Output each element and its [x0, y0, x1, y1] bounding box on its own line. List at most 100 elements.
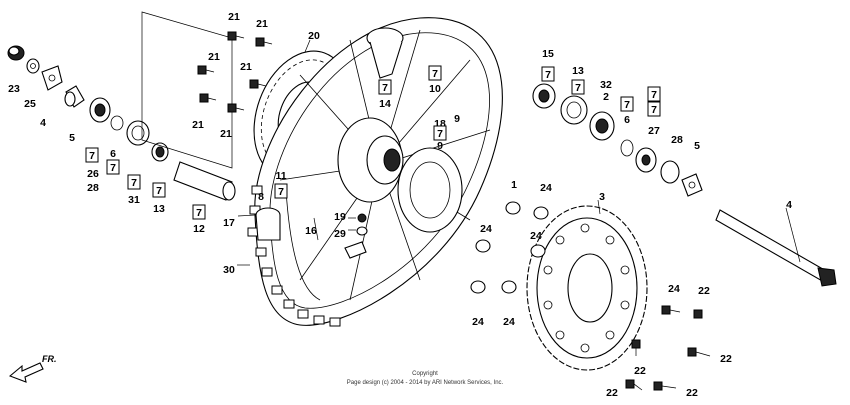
callout-box: [620, 96, 634, 112]
callout-number: 7: [437, 128, 443, 140]
bearing-13: [151, 142, 169, 162]
callout-56: 24: [530, 230, 542, 242]
rim-lock-16: [255, 207, 281, 241]
callout-51: 4: [786, 199, 792, 211]
callout-number: 13: [572, 65, 584, 77]
callout-number: 13: [153, 203, 165, 215]
callout-number: 24: [540, 182, 552, 194]
callout-45: 6: [624, 114, 630, 126]
callout-boxed-28: 7: [433, 125, 447, 141]
callout-40: 13: [572, 65, 584, 77]
rim-band-17: [285, 189, 321, 301]
copyright-line: Page design (c) 2004 - 2014 by ARI Netwo…: [347, 380, 504, 386]
callout-29: 9: [437, 140, 443, 152]
nut-24-c: [475, 239, 491, 253]
callout-box: [433, 125, 447, 141]
callout-boxed-20: 7: [192, 204, 206, 220]
callout-10: 5: [69, 132, 75, 144]
callout-boxed-11: 7: [85, 147, 99, 163]
valve-stem-clip: [366, 27, 404, 79]
chain-adjuster-4: [41, 65, 63, 91]
callout-box: [378, 79, 392, 95]
sprocket-1: [526, 205, 648, 371]
bolt-21-a: [227, 31, 245, 41]
callout-54: 24: [540, 182, 552, 194]
nut-24-b: [533, 206, 549, 220]
axle-nut-23: [7, 45, 25, 61]
bolt-21-b: [255, 37, 273, 47]
callout-number: 16: [305, 225, 317, 237]
callout-number: 15: [542, 48, 554, 60]
callout-number: 19: [334, 211, 346, 223]
callout-number: 21: [208, 51, 220, 63]
copyright-label: Copyright: [412, 371, 438, 377]
bolt-21-d: [249, 79, 267, 89]
callout-number: 4: [40, 117, 46, 129]
bolt-22-a: [661, 305, 681, 315]
bolt-22-b: [693, 309, 703, 319]
callout-number: 25: [24, 98, 36, 110]
callout-53: 1: [511, 179, 517, 191]
callout-42: 32: [600, 79, 612, 91]
callout-number: 31: [128, 194, 140, 206]
callout-6: 20: [308, 30, 320, 42]
callout-number: 7: [432, 68, 438, 80]
callout-33: 17: [223, 217, 235, 229]
bearing-31: [126, 120, 150, 146]
dust-seal-26: [89, 97, 111, 123]
callout-19: 13: [153, 203, 165, 215]
callout-number: 17: [223, 217, 235, 229]
callout-box: [85, 147, 99, 163]
nut-24-f: [501, 280, 517, 294]
callout-number: 10: [429, 83, 441, 95]
callout-number: 22: [634, 365, 646, 377]
callout-43: 2: [603, 91, 609, 103]
rim-lock-washer-30: [356, 226, 368, 236]
callout-number: 24: [668, 283, 680, 295]
callout-59: 24: [668, 283, 680, 295]
callout-14: 6: [110, 148, 116, 160]
callout-7: 23: [8, 83, 20, 95]
callout-37: 30: [223, 264, 235, 276]
front-direction-label: FR.: [42, 354, 57, 364]
callout-35: 19: [334, 211, 346, 223]
callout-boxed-18: 7: [152, 182, 166, 198]
callout-number: 24: [530, 230, 542, 242]
callout-13: 28: [87, 182, 99, 194]
bearing-2: [589, 111, 615, 141]
callout-49: 28: [671, 134, 683, 146]
callout-number: 29: [334, 228, 346, 240]
callout-number: 3: [599, 191, 605, 203]
callout-number: 24: [480, 223, 492, 235]
rim-lock-nut-29: [357, 213, 367, 223]
callout-box: [127, 174, 141, 190]
callout-58: 24: [503, 316, 515, 328]
callout-box: [274, 183, 288, 199]
callout-number: 32: [600, 79, 612, 91]
callout-60: 22: [698, 285, 710, 297]
callout-5: 21: [220, 128, 232, 140]
nut-24-e: [470, 280, 486, 294]
callout-61: 22: [634, 365, 646, 377]
callout-number: 18: [434, 118, 446, 130]
callout-number: 5: [69, 132, 75, 144]
callout-57: 24: [472, 316, 484, 328]
callout-64: 22: [686, 387, 698, 399]
callout-38: 15: [542, 48, 554, 60]
chain-adjuster-4-right: [681, 173, 703, 197]
callout-number: 7: [624, 99, 630, 111]
callout-25: 10: [429, 83, 441, 95]
callout-number: 21: [256, 18, 268, 30]
callout-number: 8: [258, 191, 264, 203]
callout-number: 7: [382, 82, 388, 94]
callout-number: 1: [511, 179, 517, 191]
callout-number: 23: [8, 83, 20, 95]
callout-number: 9: [437, 140, 443, 152]
callout-number: 2: [603, 91, 609, 103]
valve-19: [344, 241, 367, 259]
bolt-21-f: [227, 103, 245, 113]
callout-number: 22: [686, 387, 698, 399]
callout-number: 21: [240, 61, 252, 73]
callout-34: 16: [305, 225, 317, 237]
callout-number: 28: [671, 134, 683, 146]
